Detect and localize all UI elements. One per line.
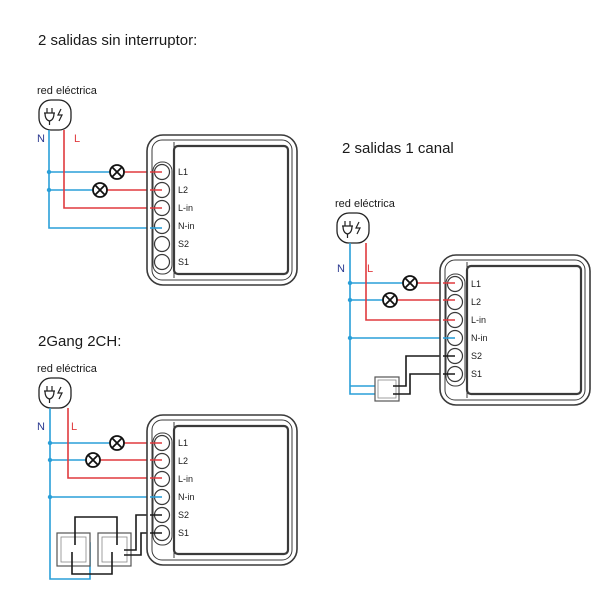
- neutral-wire: [349, 243, 455, 395]
- terminal-label: L-in: [178, 474, 193, 484]
- n-label: N: [37, 133, 45, 145]
- relay-module: L1 L2 L-in N-in S2 S1: [146, 134, 298, 286]
- lamp-icon: [109, 164, 125, 180]
- lamp-icon: [402, 275, 418, 291]
- terminal-label: S2: [178, 510, 189, 520]
- neutral-wire: [49, 408, 160, 580]
- diagram-one-channel: N L L1 L2 L-in N-in: [336, 212, 591, 406]
- switch-wires: [71, 514, 160, 575]
- terminal-label: L-in: [178, 203, 193, 213]
- diagram-title-one-channel: 2 salidas 1 canal: [342, 140, 454, 157]
- diagram-two-gang: N L L1 L2: [37, 377, 298, 580]
- terminal-label: S2: [471, 351, 482, 361]
- diagram-title-no-switch: 2 salidas sin interruptor:: [38, 32, 198, 49]
- plug-icon: [38, 377, 72, 409]
- terminal-label: N-in: [471, 333, 488, 343]
- terminal-label: L1: [178, 167, 188, 177]
- terminal-label: L-in: [471, 315, 486, 325]
- terminal-label: N-in: [178, 492, 195, 502]
- relay-module: L1 L2 L-in N-in S2 S1: [146, 414, 298, 566]
- mains-label-two-gang: red eléctrica: [37, 363, 97, 375]
- plug-icon: [38, 99, 72, 131]
- lamp-icon: [85, 452, 101, 468]
- wall-switch: [374, 376, 400, 402]
- terminal-label: S1: [178, 528, 189, 538]
- n-label: N: [37, 421, 45, 433]
- diagram-title-two-gang: 2Gang 2CH:: [38, 333, 122, 350]
- terminal-label: S1: [471, 369, 482, 379]
- plug-icon: [336, 212, 370, 244]
- n-label: N: [337, 263, 345, 275]
- terminal-label: L2: [178, 185, 188, 195]
- l-label: L: [71, 421, 77, 433]
- terminal-label: L2: [178, 456, 188, 466]
- neutral-wire: [48, 130, 160, 229]
- lamp-icon: [109, 435, 125, 451]
- terminal-label: L2: [471, 297, 481, 307]
- switch-wires: [393, 355, 455, 395]
- mains-label-one-channel: red eléctrica: [335, 198, 395, 210]
- lamp-icon: [382, 292, 398, 308]
- wall-switch: [56, 532, 91, 567]
- relay-module: L1 L2 L-in N-in S2 S1: [439, 254, 591, 406]
- l-label: L: [74, 133, 80, 145]
- l-label: L: [367, 263, 373, 275]
- terminal-label: S1: [178, 257, 189, 267]
- terminal-label: L1: [178, 438, 188, 448]
- mains-label-no-switch: red eléctrica: [37, 85, 97, 97]
- terminal-label: L1: [471, 279, 481, 289]
- live-wire: [63, 130, 160, 209]
- lamp-icon: [92, 182, 108, 198]
- diagram-no-switch: N L L1 L2 L-in N-in S2 S: [37, 99, 298, 286]
- neutral-branch: [49, 171, 110, 191]
- terminal-label: S2: [178, 239, 189, 249]
- terminal-label: N-in: [178, 221, 195, 231]
